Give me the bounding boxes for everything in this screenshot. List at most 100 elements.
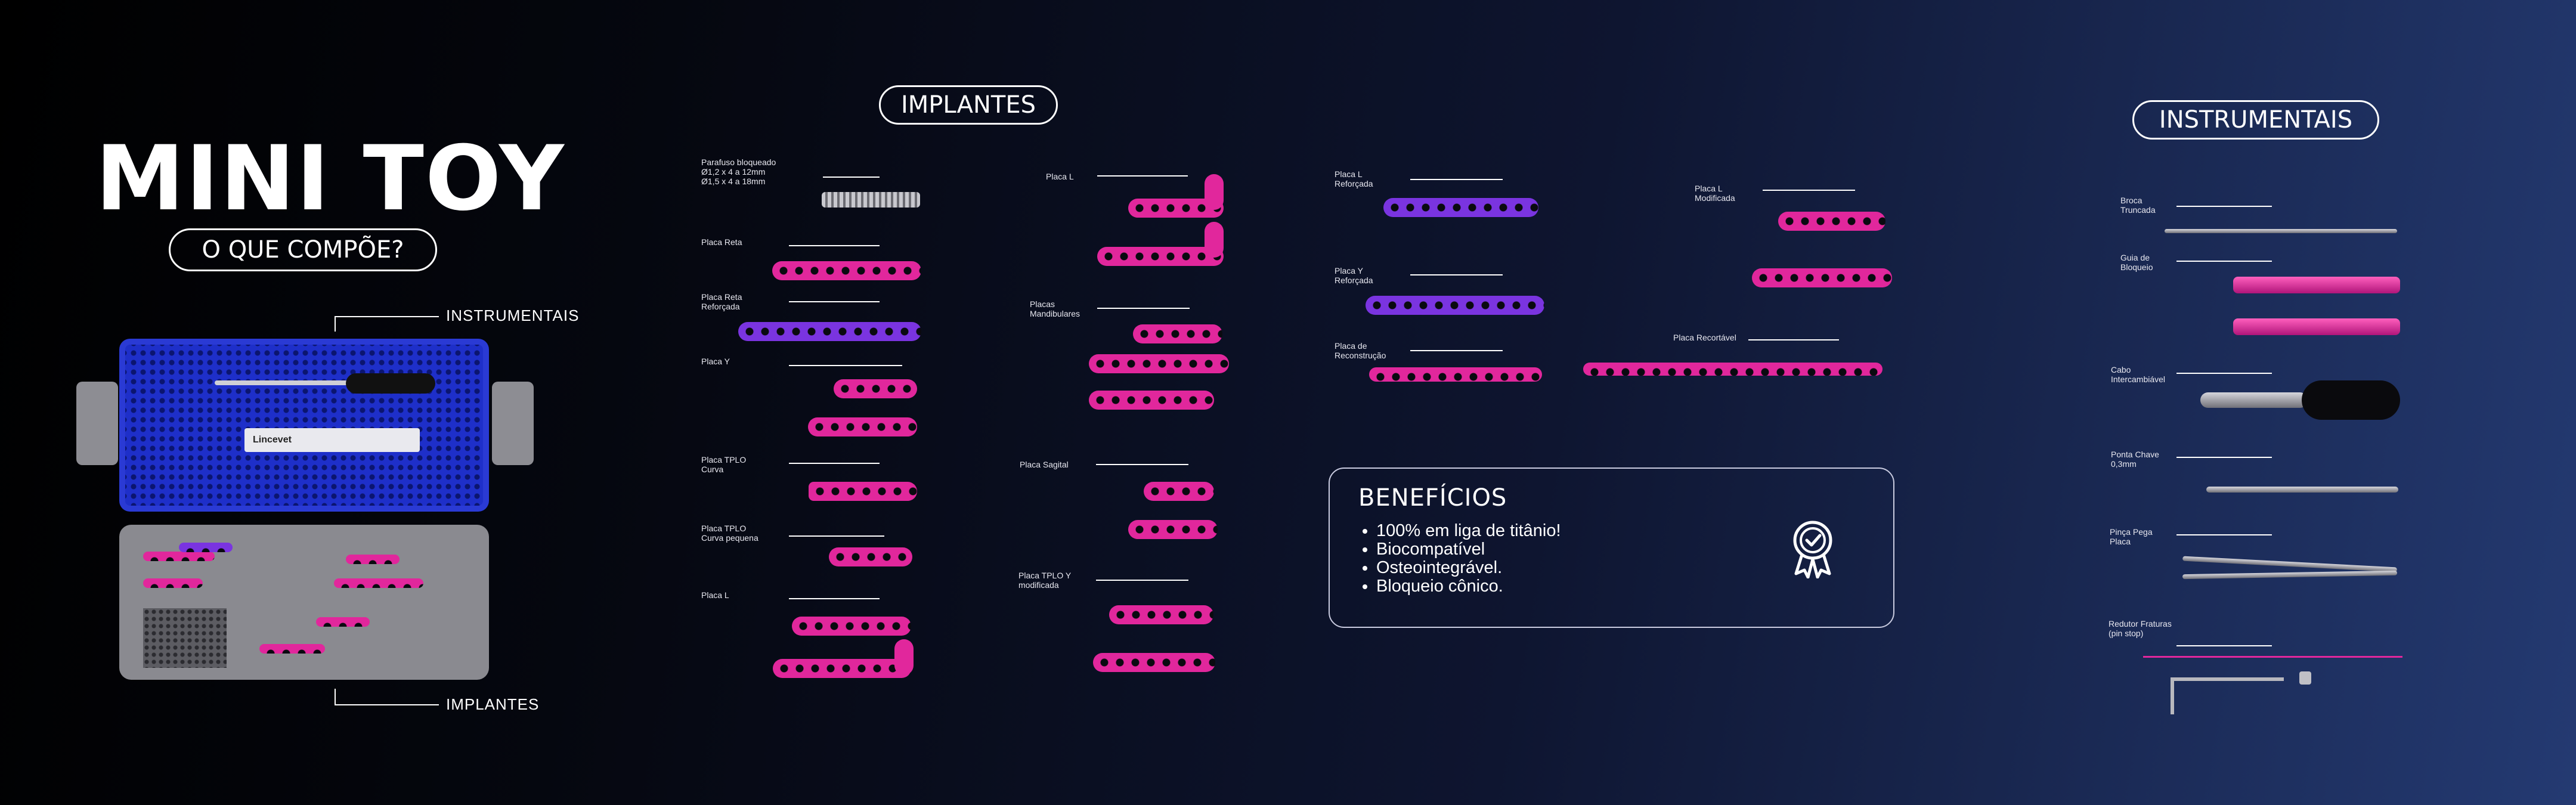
leader-line bbox=[789, 535, 884, 537]
redutor-stop-image bbox=[2299, 671, 2311, 685]
leader-line bbox=[789, 245, 880, 246]
placa-l-modificada-image bbox=[1752, 268, 1892, 287]
placa-l-image bbox=[792, 617, 911, 636]
leader-line bbox=[1410, 274, 1503, 275]
placa-l-image bbox=[1205, 174, 1224, 210]
placa-l-modificada-image bbox=[1778, 212, 1885, 231]
placa-tplo-curva-image bbox=[809, 482, 917, 501]
leader-line bbox=[2176, 373, 2272, 374]
placa-l-image bbox=[1097, 247, 1224, 266]
leader-line bbox=[1763, 190, 1855, 191]
benefits-title: BENEFÍCIOS bbox=[1358, 484, 1507, 512]
leader-line bbox=[2176, 261, 2272, 262]
broca-image bbox=[2165, 229, 2397, 233]
label-placa-l-col2: Placa L bbox=[1046, 172, 1074, 181]
screw-image bbox=[822, 192, 920, 208]
label-placa-sagital: Placa Sagital bbox=[1020, 460, 1069, 469]
leader-line bbox=[789, 463, 880, 464]
callout-line bbox=[335, 689, 336, 704]
section-implantes: IMPLANTES bbox=[879, 85, 1058, 125]
leader-line bbox=[1097, 308, 1190, 309]
instrumentais-callout: INSTRUMENTAIS bbox=[446, 306, 580, 324]
redutor-key-image bbox=[2171, 677, 2174, 714]
placa-l-image bbox=[773, 659, 911, 678]
placa-tplo-y-image bbox=[1093, 653, 1215, 672]
label-redutor: Redutor Fraturas(pin stop) bbox=[2109, 619, 2172, 638]
award-ribbon-icon bbox=[1789, 519, 1837, 579]
tray-plate bbox=[179, 543, 233, 552]
placa-reconstrucao-image bbox=[1369, 367, 1542, 382]
placa-sagital-image bbox=[1144, 482, 1214, 501]
case-instrument-probe bbox=[215, 380, 417, 385]
leader-line bbox=[1096, 580, 1188, 581]
benefit-item: Biocompatível bbox=[1376, 540, 1561, 559]
pinca-image bbox=[2182, 556, 2397, 572]
leader-line bbox=[789, 598, 880, 599]
cabo-handle-image bbox=[2302, 380, 2400, 420]
instrument-case: Lincevet bbox=[119, 339, 489, 512]
label-placa-l-col1: Placa L bbox=[701, 590, 729, 600]
case-handle-left bbox=[76, 382, 118, 465]
guia-bloqueio-image bbox=[2233, 277, 2400, 293]
callout-line bbox=[335, 316, 439, 317]
leader-line bbox=[1096, 464, 1188, 465]
leader-line bbox=[2176, 534, 2272, 535]
placa-l-reforcada-image bbox=[1383, 198, 1538, 217]
benefit-item: Bloqueio cônico. bbox=[1376, 577, 1561, 596]
tray-plate bbox=[143, 578, 203, 588]
placa-tplo-y-image bbox=[1109, 605, 1213, 624]
placa-y-image bbox=[808, 417, 917, 436]
ponta-chave-image bbox=[2206, 487, 2398, 493]
redutor-key-image bbox=[2171, 677, 2284, 681]
leader-line bbox=[1097, 175, 1188, 177]
placa-y-image bbox=[834, 379, 917, 398]
placa-mandibular-image bbox=[1089, 391, 1214, 410]
redutor-pin-image bbox=[2143, 656, 2402, 658]
case-handle-tool bbox=[346, 373, 435, 394]
leader-line bbox=[2176, 206, 2272, 207]
leader-line bbox=[2176, 645, 2272, 646]
pinca-image bbox=[2182, 570, 2398, 580]
implantes-callout: IMPLANTES bbox=[446, 695, 540, 713]
placa-recortavel-image bbox=[1583, 363, 1883, 376]
case-label: Lincevet bbox=[244, 428, 420, 452]
page-title: MINI TOY bbox=[95, 127, 565, 231]
cabo-image bbox=[2200, 392, 2308, 408]
placa-mandibular-image bbox=[1133, 324, 1222, 343]
benefit-item: Osteointegrável. bbox=[1376, 559, 1561, 577]
placa-l-image bbox=[1205, 222, 1224, 258]
benefits-list: 100% em liga de titânio! Biocompatível O… bbox=[1360, 522, 1561, 596]
callout-line bbox=[335, 704, 439, 705]
callout-line bbox=[335, 316, 336, 332]
placa-reta-image bbox=[772, 261, 921, 280]
tray-plate bbox=[346, 555, 400, 564]
placa-sagital-image bbox=[1128, 520, 1218, 539]
leader-line bbox=[1410, 350, 1503, 351]
tray-plate bbox=[143, 552, 215, 561]
benefit-item: 100% em liga de titânio! bbox=[1376, 522, 1561, 540]
benefits-box bbox=[1329, 467, 1894, 628]
implant-tray bbox=[119, 525, 489, 680]
placa-mandibular-image bbox=[1089, 354, 1229, 373]
placa-tplo-curva-pequena-image bbox=[829, 547, 912, 566]
label-placa-recortavel: Placa Recortável bbox=[1673, 333, 1736, 342]
placa-y-reforcada-image bbox=[1366, 296, 1544, 315]
leader-line bbox=[823, 177, 880, 178]
section-instrumentais: INSTRUMENTAIS bbox=[2132, 100, 2379, 140]
guia-bloqueio-image bbox=[2233, 318, 2400, 335]
leader-line bbox=[789, 365, 902, 366]
case-handle-right bbox=[492, 382, 534, 465]
